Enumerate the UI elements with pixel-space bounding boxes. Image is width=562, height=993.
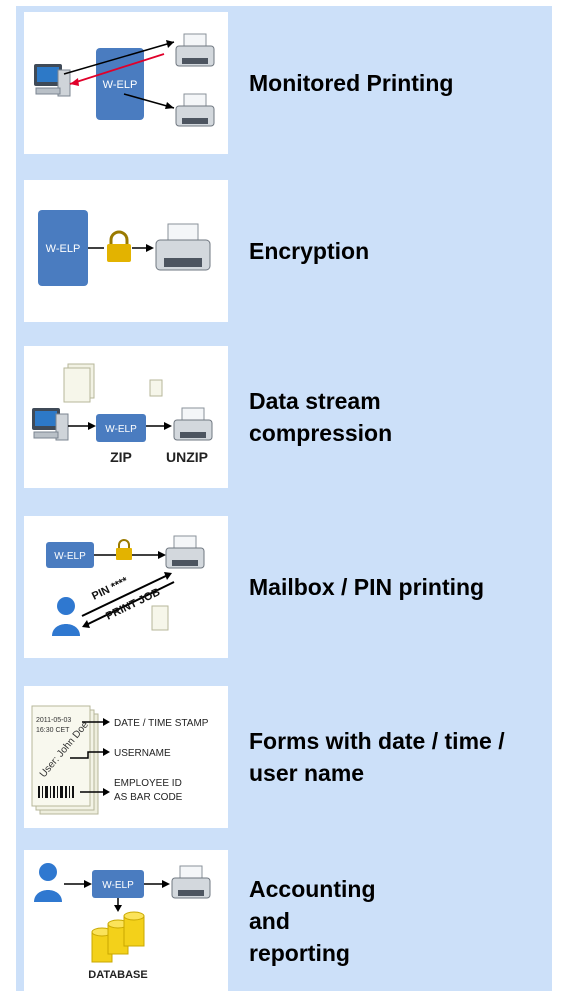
feature-row-monitored-printing: W-ELP Monitored Printing <box>24 12 552 154</box>
padlock-icon <box>116 539 132 560</box>
monitored-printing-diagram: W-ELP <box>24 12 228 154</box>
document-icon <box>151 605 169 631</box>
computer-icon <box>32 408 69 441</box>
printer-icon <box>173 407 213 441</box>
compression-diagram: W-ELP ZIP UNZIP <box>24 346 228 488</box>
feature-label: Monitored Printing <box>249 70 454 96</box>
wlep-box-icon <box>38 210 88 286</box>
padlock-icon <box>107 230 131 262</box>
zip-label: ZIP <box>110 449 132 465</box>
user-icon <box>52 597 80 636</box>
wlep-box-icon <box>46 542 94 568</box>
flow-arrow <box>63 41 175 75</box>
feature-row-forms: 2011-05-03 16:30 CET User: John Doe <box>24 686 552 828</box>
feature-row-encryption: W-ELP Encryption <box>24 180 552 322</box>
wlep-box-label: W-ELP <box>102 880 134 891</box>
barcode-icon <box>38 786 74 798</box>
printer-icon <box>165 535 205 569</box>
feature-label: Mailbox / PIN printing <box>249 574 485 600</box>
document-stack-icon <box>63 363 95 403</box>
wlep-box-label: W-ELP <box>103 79 138 91</box>
feature-label: Accounting and reporting <box>249 876 376 966</box>
wlep-box-label: W-ELP <box>54 551 86 562</box>
feature-label: Forms with date / time / user name <box>249 728 505 786</box>
encryption-diagram: W-ELP <box>24 180 228 322</box>
user-icon <box>34 863 62 902</box>
wlep-box-icon <box>96 48 144 120</box>
database-icon <box>91 911 145 963</box>
wlep-box-label: W-ELP <box>46 243 81 255</box>
bar-code-label: AS BAR CODE <box>114 792 183 803</box>
feature-label: Encryption <box>249 238 370 264</box>
computer-icon <box>34 64 71 97</box>
username-arrow <box>70 751 108 759</box>
forms-diagram: 2011-05-03 16:30 CET User: John Doe <box>24 686 228 828</box>
feature-row-compression: W-ELP ZIP UNZIP Data stream compression <box>24 346 552 488</box>
pin-printing-diagram: W-ELP PIN **** PRINT JOB <box>24 516 228 658</box>
wlep-box-label: W-ELP <box>105 424 137 435</box>
employee-id-label: EMPLOYEE ID <box>114 778 182 789</box>
wlep-box-icon <box>92 870 144 898</box>
feature-label: Data stream compression <box>249 388 393 446</box>
printer-icon <box>175 93 215 127</box>
document-icon <box>149 379 163 397</box>
database-label: DATABASE <box>88 969 147 981</box>
date-stamp-label: DATE / TIME STAMP <box>114 718 209 729</box>
unzip-label: UNZIP <box>166 449 208 465</box>
wlep-box-icon <box>96 414 146 442</box>
pin-label: PIN **** <box>90 575 131 603</box>
return-arrow <box>69 53 165 85</box>
username-label: USERNAME <box>114 748 171 759</box>
printer-icon <box>175 33 215 67</box>
flow-arrow <box>123 93 175 109</box>
printer-icon <box>155 223 211 271</box>
feature-row-accounting: W-ELP DATABASE Accounting and reporting <box>24 850 552 992</box>
print-job-arrow <box>83 581 175 627</box>
form-date: 2011-05-03 <box>36 717 71 724</box>
form-time: 16:30 CET <box>36 727 70 734</box>
pin-arrow <box>81 573 171 617</box>
feature-row-pin-printing: W-ELP PIN **** PRINT JOB <box>24 516 552 658</box>
accounting-diagram: W-ELP DATABASE <box>24 850 228 991</box>
printer-icon <box>171 865 211 899</box>
